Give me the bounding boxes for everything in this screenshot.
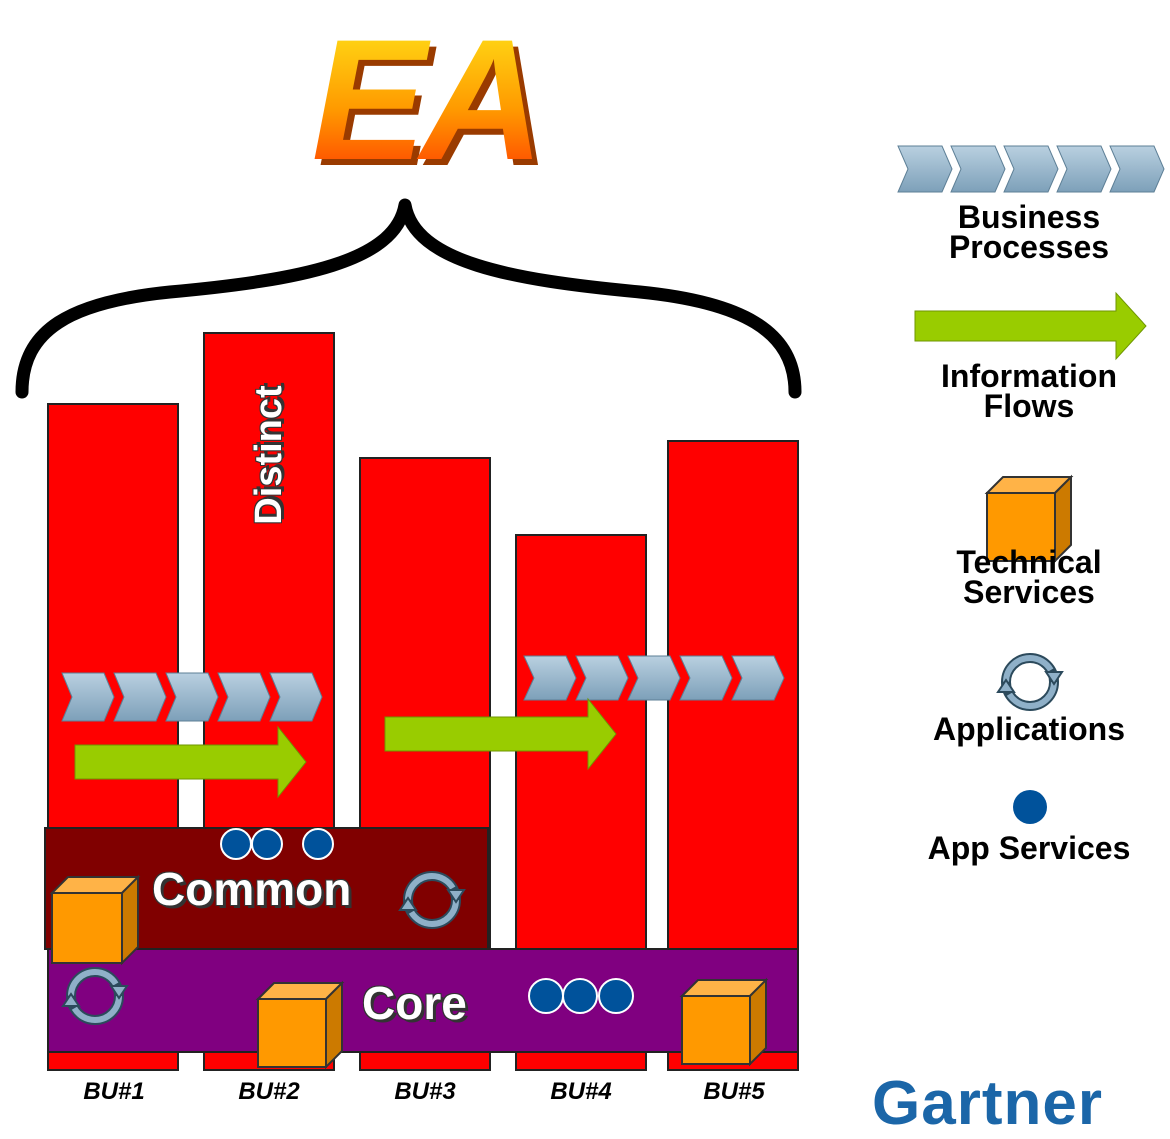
cube-icon — [984, 474, 1074, 564]
ea-title: EA — [255, 10, 595, 190]
legend-process-icon — [897, 145, 1165, 193]
common-label: Common — [152, 863, 352, 915]
chevron-icon — [217, 672, 271, 722]
legend-arrow-icon — [914, 291, 1147, 361]
bu-label-3: BU#3 — [394, 1078, 456, 1105]
chevron-icon — [897, 145, 953, 193]
chevron-icon — [575, 655, 629, 701]
app-service-dot — [220, 828, 252, 860]
bu-label-1: BU#1 — [83, 1078, 145, 1105]
app-service-dot — [251, 828, 283, 860]
legend-technical-services-label: Technical Services — [899, 544, 1159, 610]
core-label: Core — [362, 977, 467, 1029]
core-band — [47, 948, 799, 1053]
app-service-dot — [562, 978, 598, 1014]
legend-business-processes-label: Business Processes — [899, 199, 1159, 265]
chevron-icon — [523, 655, 577, 701]
chevron-icon — [627, 655, 681, 701]
cycle-icon — [61, 967, 129, 1025]
legend-label-line: Business — [957, 199, 1101, 235]
legend-label-line: Applications — [932, 711, 1125, 747]
app-service-dot — [302, 828, 334, 860]
legend-applications-label: Applications — [899, 711, 1159, 747]
legend-app-services-label: App Services — [899, 830, 1159, 866]
legend-label-line: App Services — [927, 830, 1131, 866]
cube-icon — [255, 980, 345, 1070]
cycle-icon — [398, 871, 466, 929]
process-row-right — [523, 655, 785, 701]
core-app-services — [528, 978, 634, 1014]
chevron-icon — [1056, 145, 1112, 193]
chevron-icon — [1109, 145, 1165, 193]
legend-label-line: Flows — [983, 388, 1075, 424]
chevron-icon — [679, 655, 733, 701]
cycle-icon — [996, 653, 1064, 711]
legend-label-line: Processes — [948, 229, 1110, 265]
bu-label-4: BU#4 — [550, 1078, 612, 1105]
app-service-dot — [598, 978, 634, 1014]
info-flow-arrow-right — [384, 697, 617, 771]
legend-label-line: Technical — [956, 544, 1102, 580]
legend-information-flows-label: Information Flows — [899, 358, 1159, 424]
chevron-icon — [731, 655, 785, 701]
common-app-services — [220, 828, 334, 860]
ea-brace — [15, 198, 802, 399]
chevron-icon — [113, 672, 167, 722]
distinct-label: Distinct — [248, 385, 290, 525]
chevron-icon — [269, 672, 323, 722]
info-flow-arrow-left — [74, 725, 307, 799]
legend-label-line: Information — [941, 358, 1117, 394]
chevron-icon — [1003, 145, 1059, 193]
cube-icon — [49, 874, 141, 966]
legend-dot-icon — [1013, 790, 1047, 824]
legend-label-line: Services — [963, 574, 1095, 610]
process-row-left — [61, 672, 323, 722]
chevron-icon — [61, 672, 115, 722]
ea-diagram: EA Distinct Common Core BU#1 BU#2 BU#3 B… — [15, 10, 1165, 1138]
cube-icon — [679, 977, 769, 1067]
app-service-dot — [528, 978, 564, 1014]
chevron-icon — [950, 145, 1006, 193]
bu-label-2: BU#2 — [238, 1078, 300, 1105]
bu-label-5: BU#5 — [703, 1078, 765, 1105]
diagram-canvas — [15, 145, 1165, 1071]
brand-logo: Gartner — [872, 1069, 1103, 1138]
chevron-icon — [165, 672, 219, 722]
